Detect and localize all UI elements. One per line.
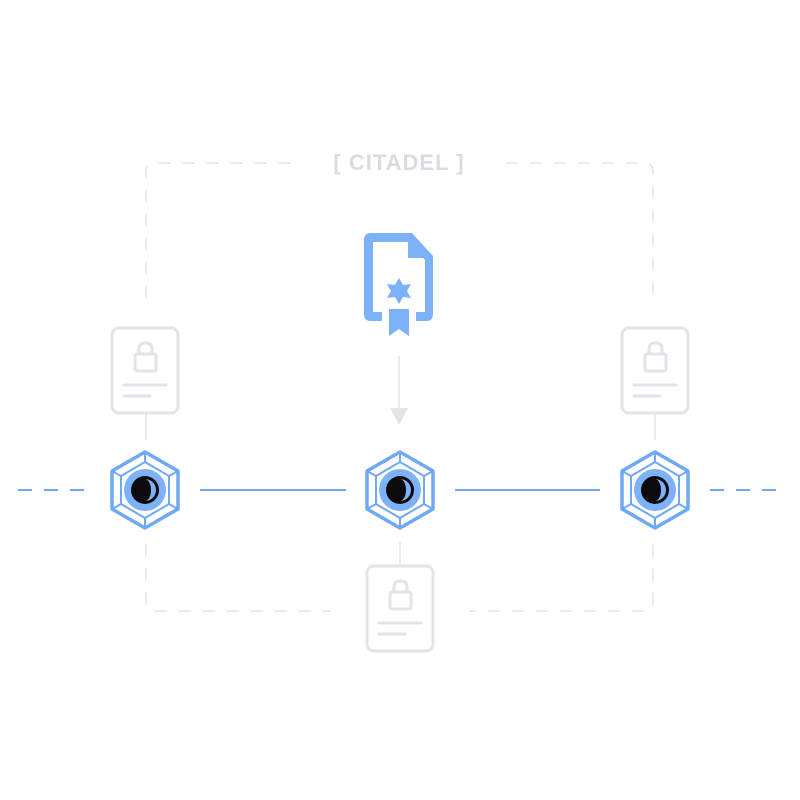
citadel-boundary — [145, 162, 654, 612]
hexagon-node-icon — [110, 450, 180, 530]
arrow-down-icon — [390, 356, 408, 425]
locked-document-icon — [620, 326, 690, 415]
certificate-icon — [364, 233, 433, 336]
hexagon-node-icon — [365, 450, 435, 530]
document-connectors — [145, 414, 656, 566]
hexagon-node-icon — [620, 450, 690, 530]
locked-document-icon — [365, 564, 435, 653]
citadel-label: [ CITADEL ] — [333, 150, 464, 175]
locked-document-icon — [110, 326, 180, 415]
